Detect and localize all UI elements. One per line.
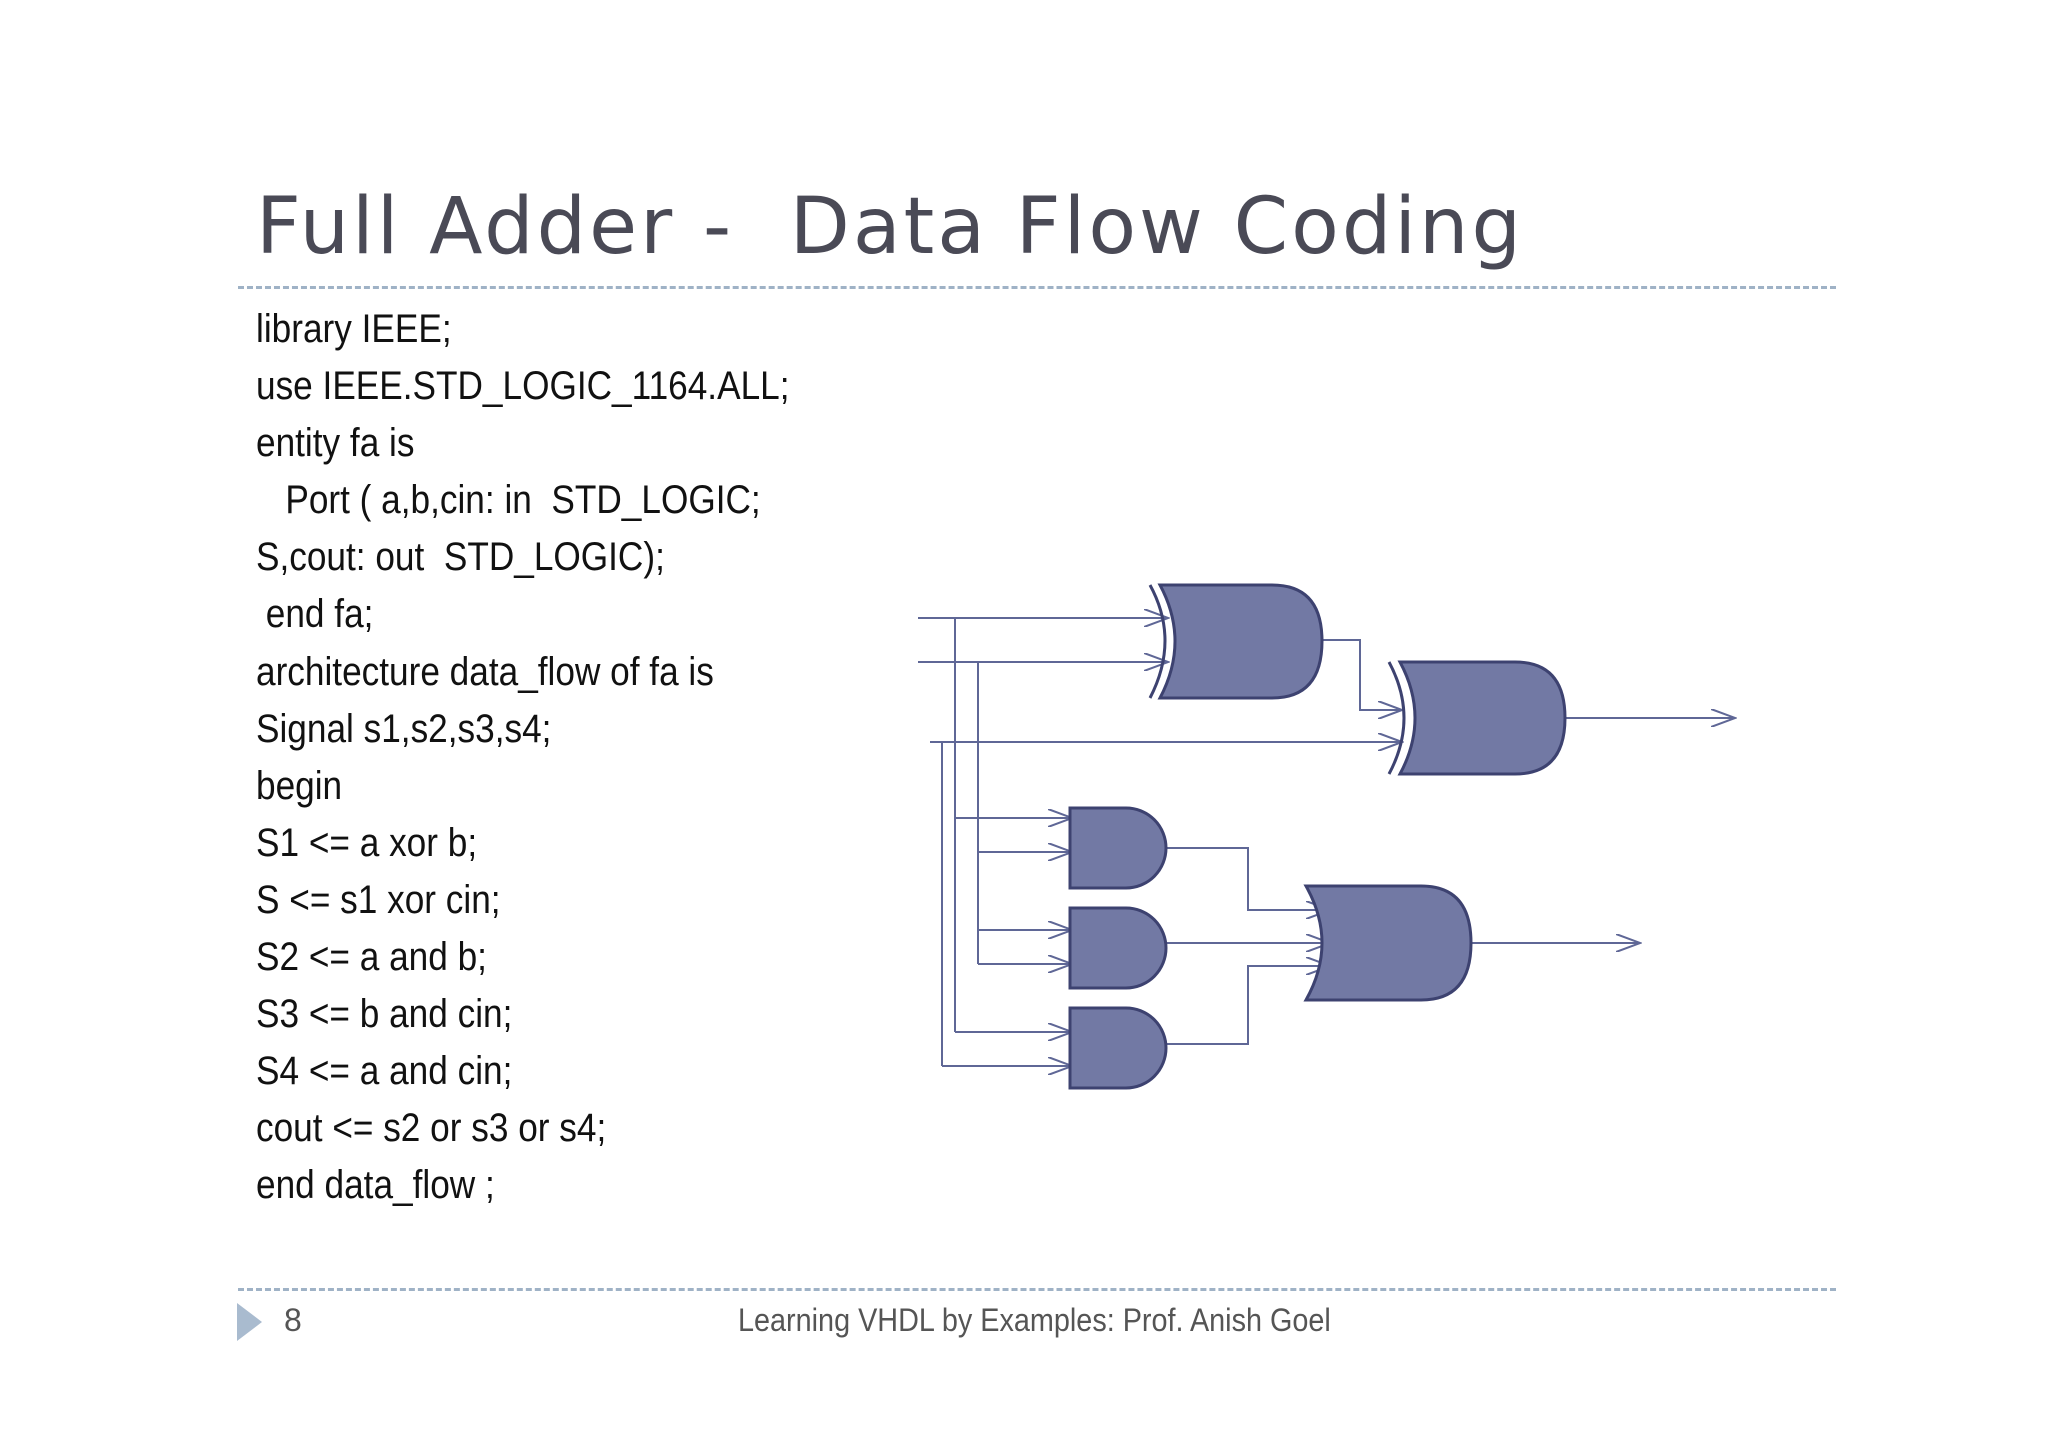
code-line: end data_flow ; xyxy=(256,1163,495,1208)
or-gate xyxy=(1303,884,1473,1002)
and-gate-2 xyxy=(1068,906,1168,990)
xor-gate-1 xyxy=(1148,583,1324,700)
code-line: S1 <= a xor b; xyxy=(256,820,478,865)
code-line: architecture data_flow of fa is xyxy=(256,649,714,694)
code-line: Port ( a,b,cin: in STD_LOGIC; xyxy=(256,478,761,523)
code-line: end fa; xyxy=(256,592,374,637)
page-number: 8 xyxy=(284,1302,302,1338)
and-gate-1 xyxy=(1068,806,1168,890)
triangle-bullet-icon xyxy=(237,1303,262,1341)
code-line: library IEEE; xyxy=(256,307,452,351)
code-line: use IEEE.STD_LOGIC_1164.ALL; xyxy=(256,364,790,409)
code-line: Signal s1,s2,s3,s4; xyxy=(256,706,552,751)
footer-text: Learning VHDL by Examples: Prof. Anish G… xyxy=(738,1302,1331,1338)
wire-and3-to-or xyxy=(1166,966,1330,1045)
code-line: S <= s1 xor cin; xyxy=(256,877,501,922)
code-line: cout <= s2 or s3 or s4; xyxy=(256,1106,607,1151)
slide-title: Full Adder - Data Flow Coding xyxy=(256,182,1524,272)
full-adder-circuit-diagram xyxy=(918,583,1760,1090)
code-line: begin xyxy=(256,763,343,808)
wire-xor1-to-xor2 xyxy=(1318,639,1402,710)
code-line: S2 <= a and b; xyxy=(256,935,487,980)
title-divider xyxy=(238,286,1836,289)
footer-divider xyxy=(238,1288,1836,1291)
code-line: S4 <= a and cin; xyxy=(256,1049,513,1094)
xor-gate-2 xyxy=(1387,660,1567,776)
code-line: S3 <= b and cin; xyxy=(256,992,513,1037)
vhdl-code-block: library IEEE; use IEEE.STD_LOGIC_1164.AL… xyxy=(256,301,896,1215)
input-wires xyxy=(918,618,1735,1066)
wire-and1-to-or xyxy=(1166,847,1330,910)
and-gate-3 xyxy=(1068,1006,1168,1090)
code-line: S,cout: out STD_LOGIC); xyxy=(256,535,665,580)
code-line: entity fa is xyxy=(256,421,415,466)
